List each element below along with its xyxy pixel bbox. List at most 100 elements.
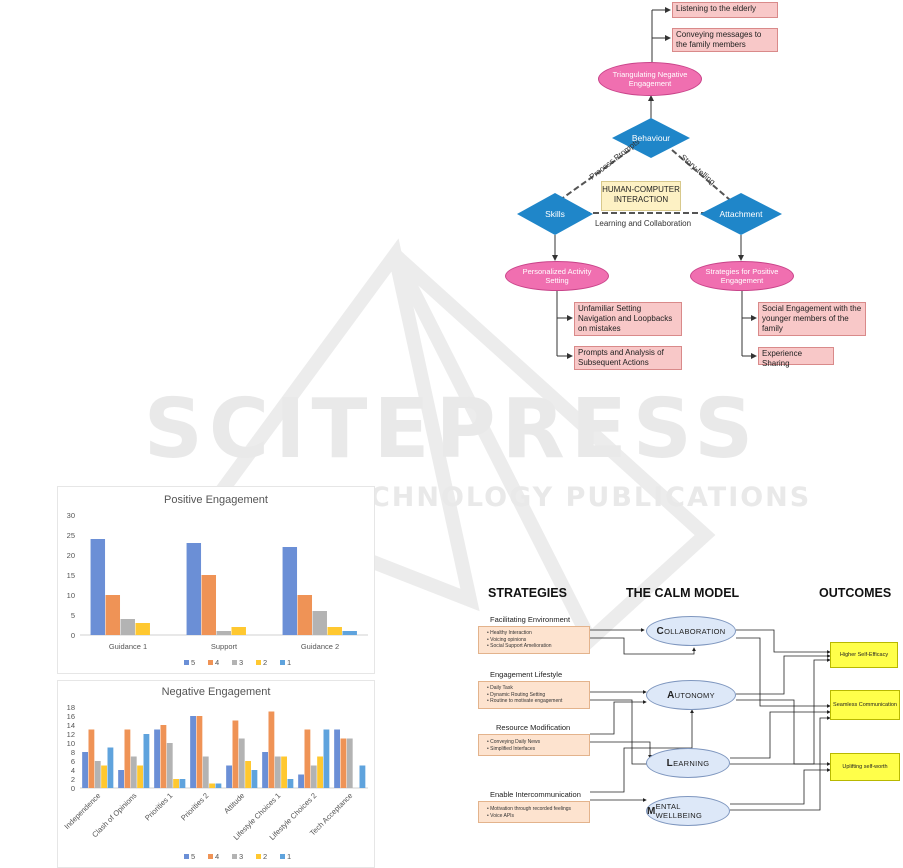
edge-label-story-telling: Story-telling xyxy=(679,153,717,187)
y-tick-label: 16 xyxy=(67,712,75,721)
legend-label: 2 xyxy=(263,658,267,667)
strategy-title-resource: Resource Modification xyxy=(496,723,571,732)
legend-label: 3 xyxy=(239,658,243,667)
strategy-item: • Simplified Interfaces xyxy=(487,745,536,752)
header-calm-model: THE CALM MODEL xyxy=(626,586,740,600)
bar xyxy=(216,631,231,635)
strategy-title-engagement: Engagement Lifestyle xyxy=(490,670,563,679)
bar xyxy=(317,756,324,788)
y-tick-label: 8 xyxy=(71,748,75,757)
bar xyxy=(215,783,222,788)
attachment-diamond xyxy=(700,193,782,235)
legend-swatch xyxy=(232,660,237,665)
behaviour-diamond xyxy=(612,118,690,158)
bar xyxy=(282,547,298,635)
x-tick-label: Support xyxy=(211,642,238,651)
x-tick-label: Priorities 2 xyxy=(179,791,210,822)
y-tick-label: 25 xyxy=(67,531,75,540)
legend-label: 1 xyxy=(287,852,291,861)
bar xyxy=(196,716,203,788)
legend-label: 5 xyxy=(191,658,195,667)
bar xyxy=(231,627,246,635)
label-skills: Skills xyxy=(545,209,565,219)
strategy-item: • Healthy Interaction xyxy=(487,630,532,636)
bar xyxy=(173,779,180,788)
bar xyxy=(120,619,135,635)
flowchart-connectors: Process Prompts Story-telling Learning a… xyxy=(517,7,782,359)
legend-label: 4 xyxy=(215,852,219,861)
strategy-item: • Conveying Daily News xyxy=(487,739,541,745)
bar xyxy=(105,595,121,635)
bar xyxy=(90,539,106,635)
bar xyxy=(101,765,108,788)
bar xyxy=(94,761,101,788)
bar xyxy=(88,729,95,788)
bar xyxy=(327,627,342,635)
label-behaviour: Behaviour xyxy=(631,133,671,143)
legend-label: 2 xyxy=(263,852,267,861)
legend-swatch xyxy=(256,854,261,859)
outcome-self-efficacy: Higher Self-Efficacy xyxy=(830,642,898,668)
skills-diamond xyxy=(517,193,593,235)
legend-swatch xyxy=(184,854,189,859)
chart-title: Negative Engagement xyxy=(161,686,271,698)
ellipse-triangulating: Triangulating Negative Engagement xyxy=(598,62,702,96)
y-tick-label: 14 xyxy=(67,721,75,730)
bar xyxy=(287,779,294,788)
bar xyxy=(310,765,317,788)
label-attachment: Attachment xyxy=(719,209,763,219)
strategy-box-resource: • Conveying Daily News • Simplified Inte… xyxy=(478,734,590,756)
y-tick-label: 0 xyxy=(71,784,75,793)
edge-label-process-prompts: Process Prompts xyxy=(588,137,642,182)
bar xyxy=(359,765,366,788)
bar xyxy=(304,729,311,788)
y-tick-label: 2 xyxy=(71,775,75,784)
x-tick-label: Guidance 1 xyxy=(109,642,147,651)
bar xyxy=(334,729,340,788)
box-prompts-analysis: Prompts and Analysis of Subsequent Actio… xyxy=(574,346,682,370)
bar xyxy=(209,783,216,788)
bar xyxy=(130,756,137,788)
strategy-box-facilitating: • Healthy Interaction • Voicing opinions… xyxy=(478,626,590,654)
strategy-item: • Daily Task xyxy=(487,685,513,691)
legend-swatch xyxy=(184,660,189,665)
y-tick-label: 6 xyxy=(71,757,75,766)
bar xyxy=(186,543,202,635)
strategy-item: • Dynamic Routing Setting xyxy=(487,691,546,698)
box-listening-elderly: Listening to the elderly xyxy=(672,2,778,18)
strategy-title-facilitating: Facilitating Environment xyxy=(490,615,571,624)
y-tick-label: 15 xyxy=(67,571,75,580)
hci-box: HUMAN-COMPUTER INTERACTION xyxy=(601,181,681,211)
chart-title: Positive Engagement xyxy=(164,494,268,506)
legend-swatch xyxy=(256,660,261,665)
outcome-uplifting-self-worth: Uplifting self-worth xyxy=(830,753,900,781)
y-tick-label: 0 xyxy=(71,631,75,640)
y-tick-label: 10 xyxy=(67,739,75,748)
bar xyxy=(323,729,330,788)
strategy-item: • Routine to motivate engagement xyxy=(487,698,563,704)
strategy-box-intercommunication: • Motivation through recorded feelings •… xyxy=(478,801,590,823)
edge-label-learning: Learning and Collaboration xyxy=(595,219,691,228)
y-tick-label: 10 xyxy=(67,591,75,600)
legend-swatch xyxy=(208,854,213,859)
bar xyxy=(154,729,160,788)
legend-swatch xyxy=(232,854,237,859)
box-social-engagement: Social Engagement with the younger membe… xyxy=(758,302,866,336)
bar xyxy=(179,779,186,788)
header-outcomes: OUTCOMES xyxy=(819,586,892,600)
y-tick-label: 18 xyxy=(67,703,75,712)
box-unfamiliar-setting: Unfamiliar Setting Navigation and Loopba… xyxy=(574,302,682,336)
bar xyxy=(312,611,327,635)
x-tick-label: Independence xyxy=(62,791,102,831)
bar xyxy=(262,752,268,788)
bar xyxy=(124,729,131,788)
strategy-box-engagement: • Daily Task • Dynamic Routing Setting •… xyxy=(478,681,590,709)
strategy-title-intercommunication: Enable Intercommunication xyxy=(490,790,581,799)
bar xyxy=(274,756,281,788)
legend-label: 5 xyxy=(191,852,195,861)
